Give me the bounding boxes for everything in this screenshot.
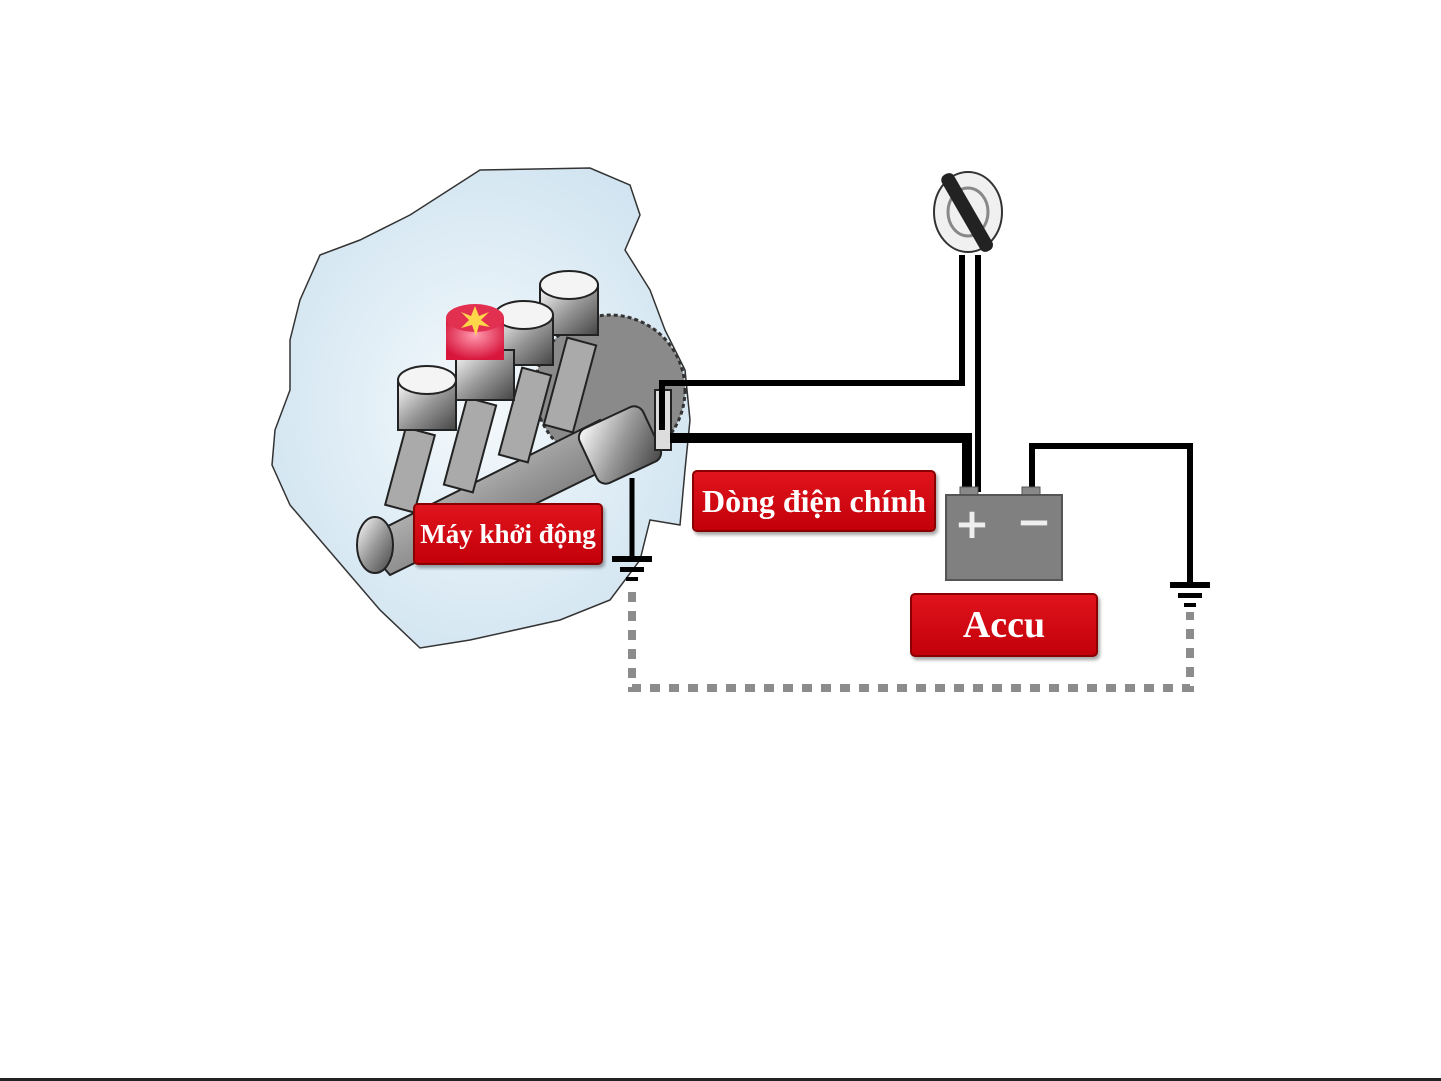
starter-label: Máy khởi động bbox=[413, 503, 603, 565]
ground-return-path bbox=[628, 592, 1194, 692]
ignition-wire bbox=[659, 255, 965, 430]
ground-icon bbox=[612, 556, 652, 581]
wires bbox=[629, 255, 1193, 585]
main-current-wire bbox=[670, 433, 972, 492]
firing-piston-icon bbox=[446, 304, 515, 401]
negative-terminal: − bbox=[1016, 497, 1051, 546]
piston bbox=[397, 270, 599, 431]
ignition-key-icon bbox=[933, 171, 1003, 253]
battery-label: Accu bbox=[910, 593, 1098, 657]
negative-wire bbox=[1029, 443, 1193, 585]
ground-icon bbox=[1170, 582, 1210, 607]
battery-icon: + − bbox=[945, 486, 1063, 581]
slide-bottom-border bbox=[0, 1078, 1441, 1081]
positive-terminal: + bbox=[954, 499, 989, 548]
main-current-label: Dòng điện chính bbox=[692, 470, 936, 532]
